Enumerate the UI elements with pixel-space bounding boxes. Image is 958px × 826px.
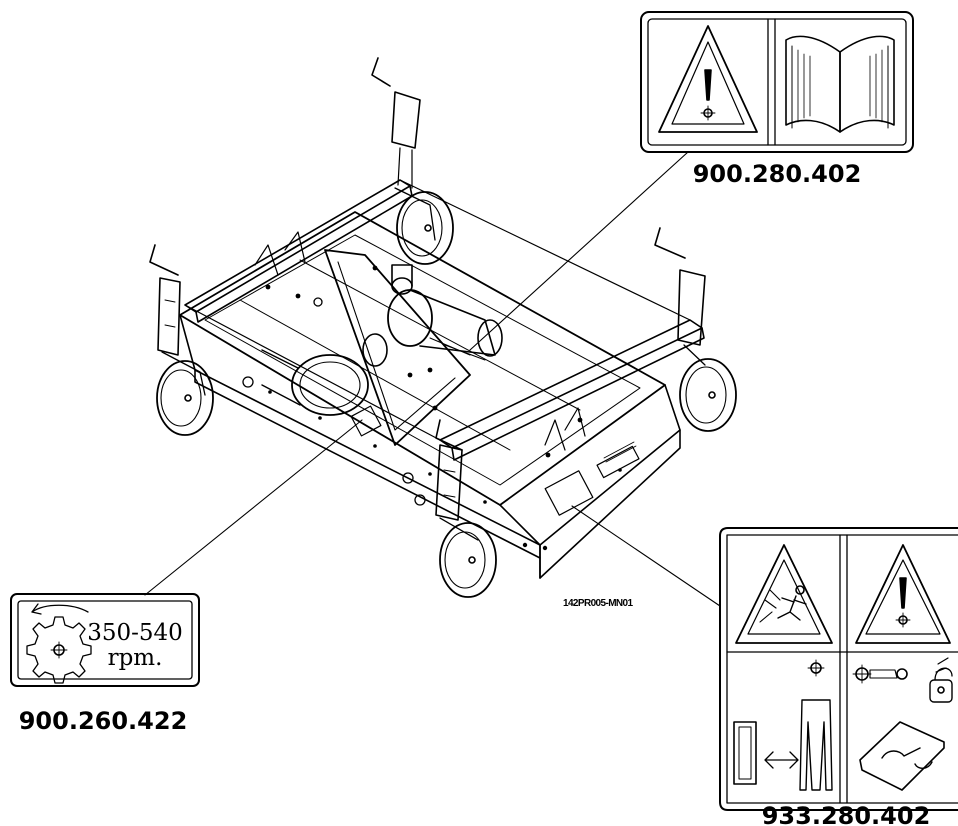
caster-stand-rear-right	[371, 57, 454, 265]
thrown-object-hazard-icon	[735, 544, 833, 644]
manual-book-icon	[785, 35, 895, 133]
speed-unit-label: rpm.	[108, 645, 163, 671]
decal-900-280-402	[640, 11, 914, 153]
caster-stand-front-left	[435, 419, 497, 598]
drawing-reference-label: 142PR005-MN01	[563, 598, 634, 609]
part-number-label: 900.280.402	[693, 160, 862, 188]
warning-triangle-icon	[855, 544, 951, 644]
part-number-label: 933.280.402	[762, 802, 931, 826]
caster-stand-front-right	[654, 227, 737, 432]
pto-gear-icon	[26, 603, 92, 684]
speed-range-label: 350-540	[87, 620, 183, 646]
warning-triangle-icon	[658, 25, 758, 133]
decal-900-260-422	[10, 593, 200, 687]
decal-933-280-402	[719, 527, 958, 811]
safe-distance-icon	[733, 659, 833, 791]
key-removal-maintenance-icon	[852, 657, 953, 791]
leader-lines	[144, 151, 721, 607]
mower-deck-drawing	[179, 179, 705, 579]
caster-stand-rear-left	[149, 244, 214, 436]
part-number-label: 900.260.422	[19, 707, 188, 735]
